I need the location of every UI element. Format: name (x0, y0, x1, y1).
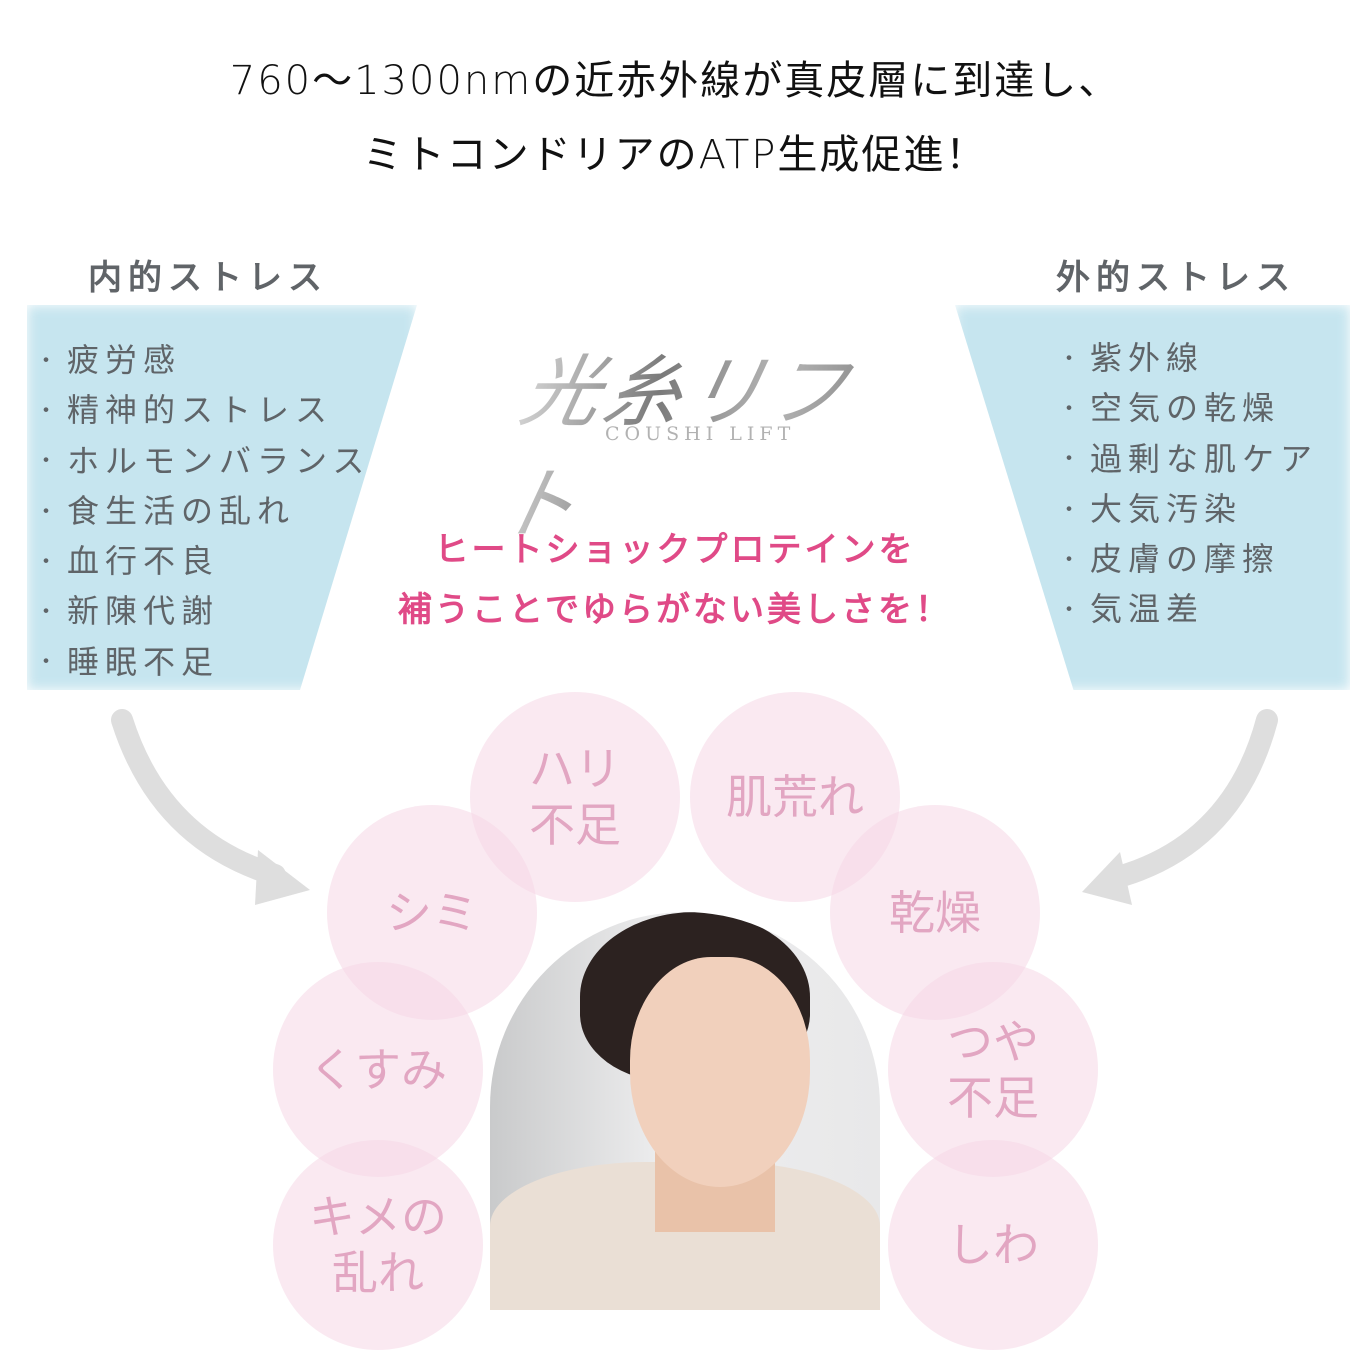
concern-bubble-kime: キメの 乱れ (273, 1140, 483, 1350)
list-item: ・新陳代謝 (35, 587, 370, 637)
list-item: ・食生活の乱れ (35, 487, 370, 537)
bullet-icon: ・ (35, 650, 64, 676)
external-stress-list: ・紫外線 ・空気の乾燥 ・過剰な肌ケア ・大気汚染 ・皮膚の摩擦 ・気温差 (1058, 334, 1318, 636)
curved-arrow-left-icon (1082, 709, 1278, 905)
list-item: ・空気の乾燥 (1058, 384, 1318, 434)
headline-line-1: 760〜1300nmの近赤外線が真皮層に到達し、 (229, 58, 1121, 104)
external-stress-title: 外的ストレス (1056, 258, 1296, 298)
list-item: ・紫外線 (1058, 334, 1318, 384)
list-item: ・ホルモンバランス (35, 437, 370, 487)
bullet-icon: ・ (35, 449, 64, 475)
concern-bubble-hari: ハリ 不足 (470, 692, 680, 902)
list-item: ・気温差 (1058, 585, 1318, 635)
internal-stress-title: 内的ストレス (88, 258, 328, 298)
logo-english: COUSHI LIFT (605, 423, 796, 445)
list-item: ・過剰な肌ケア (1058, 435, 1318, 485)
list-item: ・大気汚染 (1058, 485, 1318, 535)
tagline-line-2: 補うことでゆらがない美しさを！ (398, 590, 952, 630)
list-item: ・皮膚の摩擦 (1058, 535, 1318, 585)
bullet-icon: ・ (35, 600, 64, 625)
bullet-icon: ・ (1058, 547, 1087, 573)
model-portrait-image (490, 912, 880, 1310)
curved-arrow-right-icon (111, 709, 310, 905)
headline-line-2: ミトコンドリアのATP生成促進！ (362, 132, 988, 178)
bullet-icon: ・ (35, 549, 64, 575)
list-item: ・精神的ストレス (35, 386, 370, 436)
list-item: ・睡眠不足 (35, 638, 370, 688)
tagline-line-1: ヒートショックプロテインを (434, 530, 916, 570)
bullet-icon: ・ (35, 399, 64, 424)
internal-stress-list: ・疲労感 ・精神的ストレス ・ホルモンバランス ・食生活の乱れ ・血行不良 ・新… (35, 336, 370, 688)
bullet-icon: ・ (1058, 397, 1087, 422)
bullet-icon: ・ (35, 499, 64, 525)
list-item: ・疲労感 (35, 336, 370, 386)
brand-logo: 光糸リフト COUSHI LIFT (489, 330, 900, 550)
portrait-face (630, 957, 810, 1187)
bullet-icon: ・ (1058, 447, 1087, 473)
bullet-icon: ・ (35, 348, 64, 374)
bullet-icon: ・ (1058, 497, 1087, 523)
list-item: ・血行不良 (35, 537, 370, 587)
concern-bubble-shiwa: しわ (888, 1140, 1098, 1350)
bullet-icon: ・ (1058, 346, 1087, 372)
bullet-icon: ・ (1058, 598, 1087, 623)
